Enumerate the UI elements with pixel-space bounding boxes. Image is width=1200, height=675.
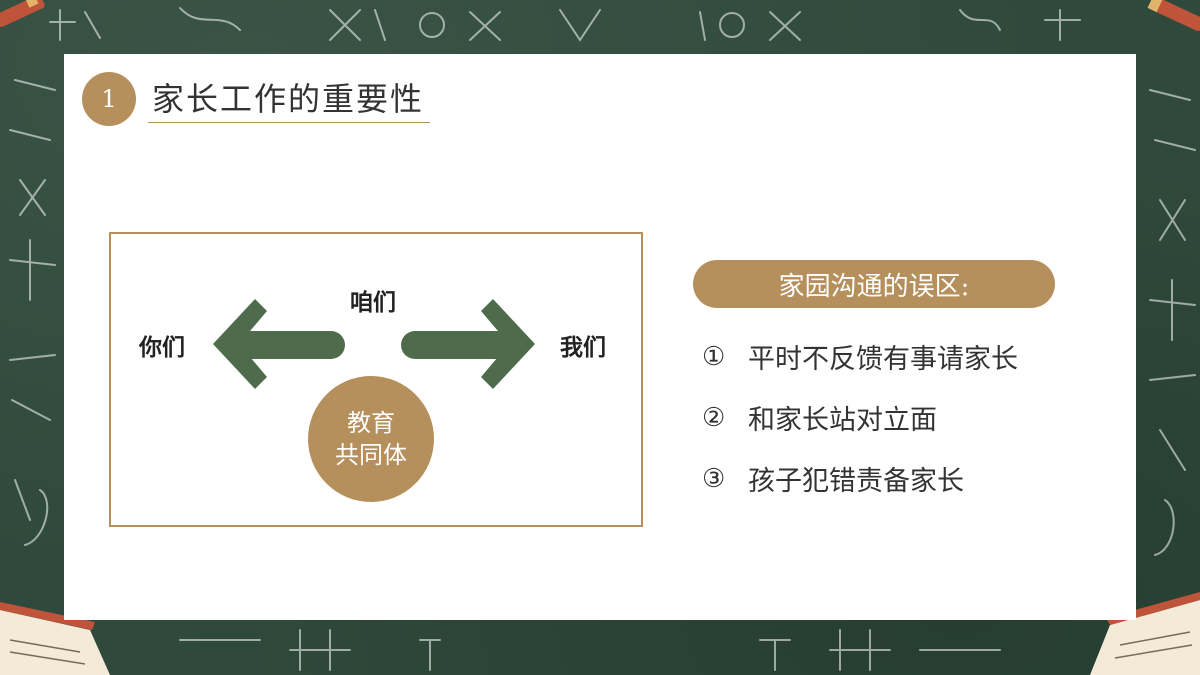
label-us-together: 咱们 [350,289,396,316]
arrow-left-icon [213,299,345,389]
section-number: 1 [101,85,117,113]
pencil-decoration-right [1147,0,1200,32]
list-item: ③ 孩子犯错责备家长 [702,459,964,498]
title-underline [148,122,430,123]
book-decoration-left [0,602,110,675]
label-we: 我们 [560,334,606,361]
arrow-right-icon [401,299,535,389]
education-community-circle: 教育 共同体 [308,376,434,502]
misconceptions-heading: 家园沟通的误区: [693,260,1055,308]
diagram-frame [109,232,643,527]
section-title: 家长工作的重要性 [152,80,425,118]
list-item-text: 孩子犯错责备家长 [748,466,964,497]
list-marker: ① [702,341,726,372]
label-you: 你们 [139,334,185,361]
pencil-decoration [0,0,45,27]
list-marker: ③ [702,463,726,494]
section-number-badge: 1 [82,72,136,126]
center-line-2: 共同体 [335,441,407,469]
center-line-1: 教育 [347,409,395,437]
list-marker: ② [702,402,726,433]
diagram-arrows [213,299,535,389]
list-item: ① 平时不反馈有事请家长 [702,337,1018,376]
list-item-text: 和家长站对立面 [748,405,937,436]
list-item-text: 平时不反馈有事请家长 [748,344,1018,375]
list-item: ② 和家长站对立面 [702,398,937,437]
